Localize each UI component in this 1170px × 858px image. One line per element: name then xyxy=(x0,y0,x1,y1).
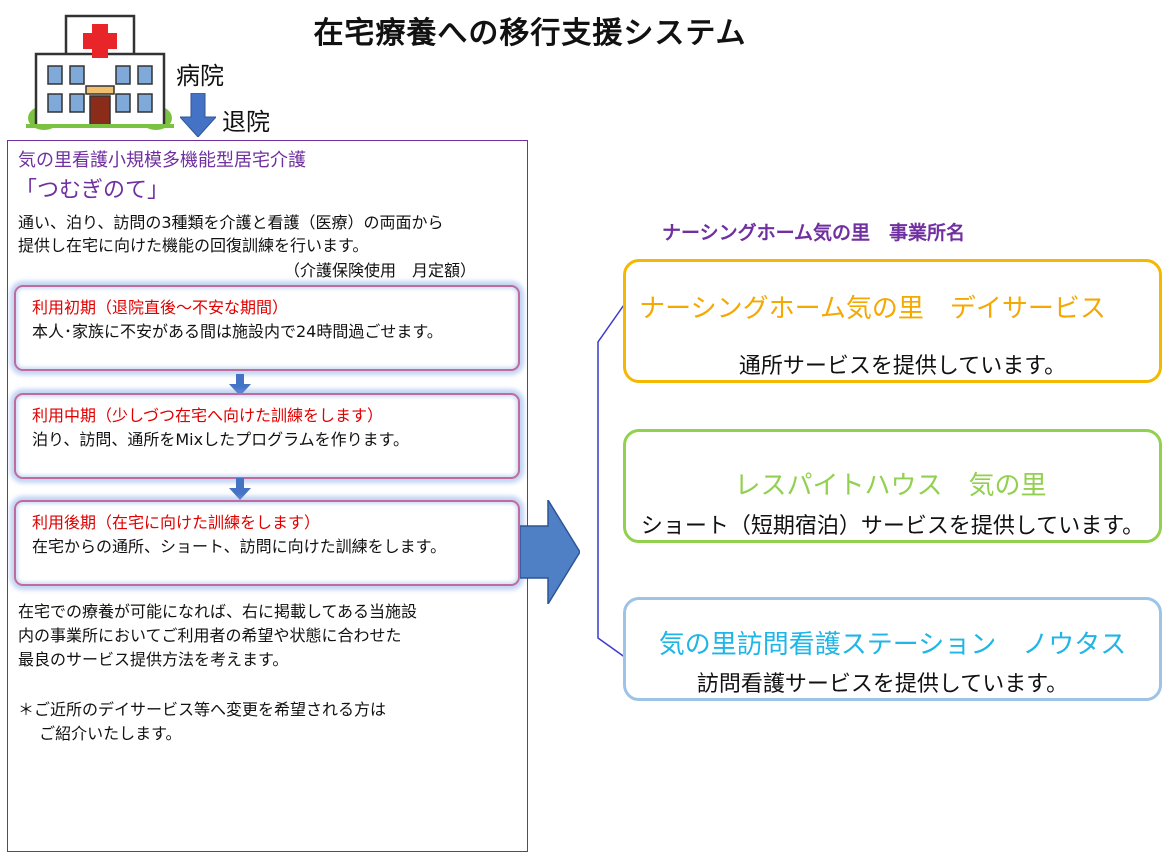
intro-line: 提供し在宅に向けた機能の回復訓練を行います。 xyxy=(18,236,369,255)
closing-line: 在宅での療養が可能になれば、右に掲載してある当施設 xyxy=(18,602,418,621)
service-card-day-service: ナーシングホーム気の里 デイサービス 通所サービスを提供しています。 xyxy=(623,259,1162,383)
facility-nickname: 「つむぎのて」 xyxy=(15,178,170,203)
intro-line: 通い、泊り、訪問の3種類を介護と看護（医療）の両面から xyxy=(18,213,444,232)
arrow-down-icon xyxy=(229,374,251,396)
arrow-down-icon xyxy=(180,93,216,137)
bracket-line xyxy=(597,301,627,659)
arrow-right-icon xyxy=(520,500,580,604)
intro-text: 通い、泊り、訪問の3種類を介護と看護（医療）の両面から 提供し在宅に向けた機能の… xyxy=(18,211,444,257)
referral-note: ＊ご近所のデイサービス等へ変更を希望される方は ご紹介いたします。 xyxy=(18,698,386,746)
service-name: レスパイトハウス 気の里 xyxy=(734,471,1047,501)
service-name: 気の里訪問看護ステーション ノウタス xyxy=(658,630,1127,660)
insurance-note: （介護保険使用 月定額） xyxy=(284,261,477,280)
facility-name: 気の里看護小規模多機能型居宅介護 xyxy=(18,150,306,171)
stage-title: 利用中期（少しづつ在宅へ向けた訓練をします） xyxy=(32,406,384,425)
hospital-building-icon xyxy=(26,14,174,130)
closing-line: 最良のサービス提供方法を考えます。 xyxy=(18,650,289,669)
stage-title: 利用後期（在宅に向けた訓練をします） xyxy=(32,513,321,532)
service-card-visit-nursing: 気の里訪問看護ステーション ノウタス 訪問看護サービスを提供しています。 xyxy=(623,597,1162,701)
stage-title: 利用初期（退院直後～不安な期間） xyxy=(32,298,289,317)
stage-description: 在宅からの通所、ショート、訪問に向けた訓練をします。 xyxy=(32,537,447,556)
facility-panel xyxy=(7,140,528,852)
arrow-down-icon xyxy=(229,478,251,500)
stage-middle: 利用中期（少しづつ在宅へ向けた訓練をします） 泊り、訪問、通所をMixしたプログ… xyxy=(14,393,520,479)
closing-text: 在宅での療養が可能になれば、右に掲載してある当施設 内の事業所においてご利用者の… xyxy=(18,600,417,672)
services-header: ナーシングホーム気の里 事業所名 xyxy=(662,222,966,244)
referral-line: ＊ご近所のデイサービス等へ変更を希望される方は xyxy=(18,700,387,719)
stage-early: 利用初期（退院直後～不安な期間） 本人･家族に不安がある間は施設内で24時間過ご… xyxy=(14,285,520,371)
service-card-respite: レスパイトハウス 気の里 ショート（短期宿泊）サービスを提供しています。 xyxy=(623,429,1162,543)
stage-description: 本人･家族に不安がある間は施設内で24時間過ごせます。 xyxy=(32,322,443,341)
service-description: ショート（短期宿泊）サービスを提供しています。 xyxy=(640,514,1145,539)
discharge-label: 退院 xyxy=(222,108,270,136)
service-name: ナーシングホーム気の里 デイサービス xyxy=(639,294,1106,324)
stage-late: 利用後期（在宅に向けた訓練をします） 在宅からの通所、ショート、訪問に向けた訓練… xyxy=(14,500,520,586)
referral-line: ご紹介いたします。 xyxy=(18,724,182,743)
page-title: 在宅療養への移行支援システム xyxy=(313,16,747,51)
service-description: 通所サービスを提供しています。 xyxy=(738,354,1067,379)
stage-description: 泊り、訪問、通所をMixしたプログラムを作ります。 xyxy=(32,430,409,449)
hospital-label: 病院 xyxy=(176,62,224,90)
service-description: 訪問看護サービスを提供しています。 xyxy=(696,672,1069,697)
closing-line: 内の事業所においてご利用者の希望や状態に合わせた xyxy=(18,626,402,645)
